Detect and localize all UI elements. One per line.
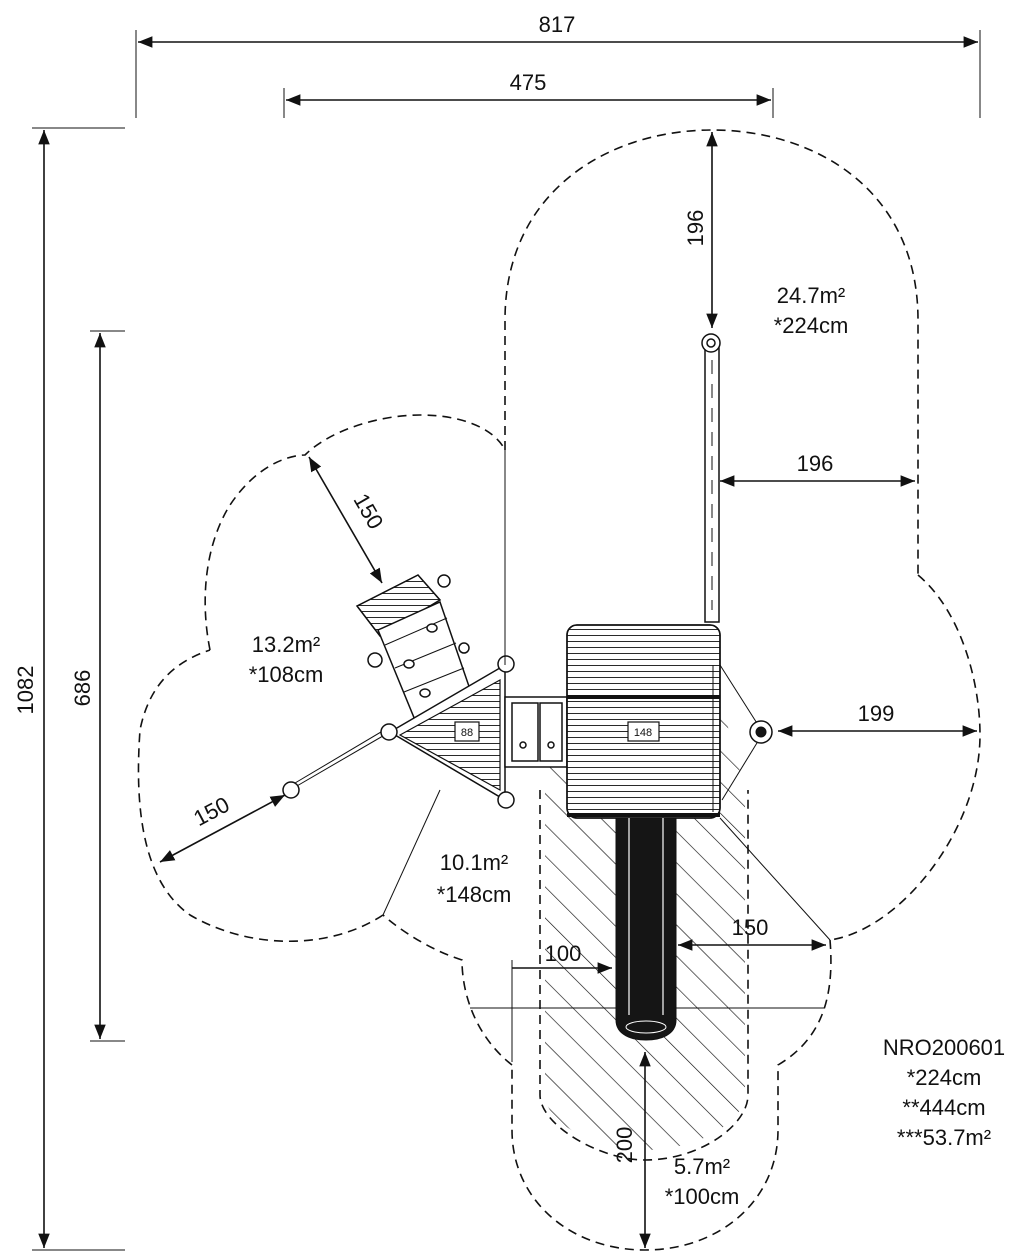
zone-center-area: 10.1m² <box>440 850 508 875</box>
dimension-overall-depth: 1082 <box>13 127 125 1251</box>
overall-depth-label: 1082 <box>13 666 38 715</box>
zone-slide-height: *100cm <box>665 1184 740 1209</box>
overall-width-label: 817 <box>539 12 576 37</box>
safety-zone-outline <box>137 129 981 1251</box>
zone-left-label: 13.2m² *108cm <box>249 632 324 687</box>
zone-slide-label: 5.7m² *100cm <box>665 1154 740 1209</box>
zone-east-upper-label: 196 <box>797 451 834 476</box>
platform-main-height: 148 <box>634 727 652 739</box>
dimension-slide-exit: 200 <box>612 1052 651 1248</box>
zone-top-label: 24.7m² *224cm <box>774 283 849 338</box>
structure-depth-label: 686 <box>70 670 95 707</box>
dimension-zone-east-upper: 196 <box>720 451 915 487</box>
zone-top-area: 24.7m² <box>777 283 845 308</box>
zone-left-height: *108cm <box>249 662 324 687</box>
dimension-zone-east: 199 <box>778 701 977 737</box>
dimension-slide-side-100: 100 <box>511 941 612 1062</box>
dimension-zone-nw: 150 <box>308 456 389 584</box>
zone-nw-label: 150 <box>348 489 388 533</box>
dimension-zone-sw: 150 <box>159 792 286 863</box>
zone-boundary-line <box>719 817 831 941</box>
dimension-structure-width: 475 <box>283 70 774 118</box>
zone-center-height: *148cm <box>437 882 512 907</box>
ladder-north <box>701 333 721 623</box>
dimension-overall-width: 817 <box>135 12 981 118</box>
dimension-structure-depth: 686 <box>70 330 125 1042</box>
slide-side-150-label: 150 <box>732 915 769 940</box>
product-code: NRO200601 <box>883 1035 1005 1060</box>
zone-sw-label: 150 <box>189 792 233 831</box>
free-fall-height: *224cm <box>907 1065 982 1090</box>
product-info: NRO200601 *224cm **444cm ***53.7m² <box>883 1035 1005 1150</box>
slide-exit-label: 200 <box>612 1127 637 1164</box>
min-space: **444cm <box>902 1095 985 1120</box>
dimension-zone-north: 196 <box>683 132 718 328</box>
climbing-pole-east <box>719 664 773 801</box>
platform-left-height: 88 <box>461 727 473 739</box>
bridge <box>504 696 568 768</box>
zone-boundary-line-sw <box>382 789 441 916</box>
structure-width-label: 475 <box>510 70 547 95</box>
safety-area: ***53.7m² <box>897 1125 991 1150</box>
zone-slide-area: 5.7m² <box>674 1154 730 1179</box>
slide <box>615 817 677 1041</box>
zone-center-label: 10.1m² *148cm <box>437 850 512 907</box>
zone-east-label: 199 <box>858 701 895 726</box>
zone-top-height: *224cm <box>774 313 849 338</box>
climbing-rope-sw <box>282 728 389 799</box>
platform-main: 148 <box>566 624 721 819</box>
dimension-slide-side-150: 150 <box>678 915 826 951</box>
zone-north-label: 196 <box>683 210 708 247</box>
zone-left-area: 13.2m² <box>252 632 320 657</box>
slide-side-100-label: 100 <box>545 941 582 966</box>
climbing-panel-nw <box>355 574 474 721</box>
